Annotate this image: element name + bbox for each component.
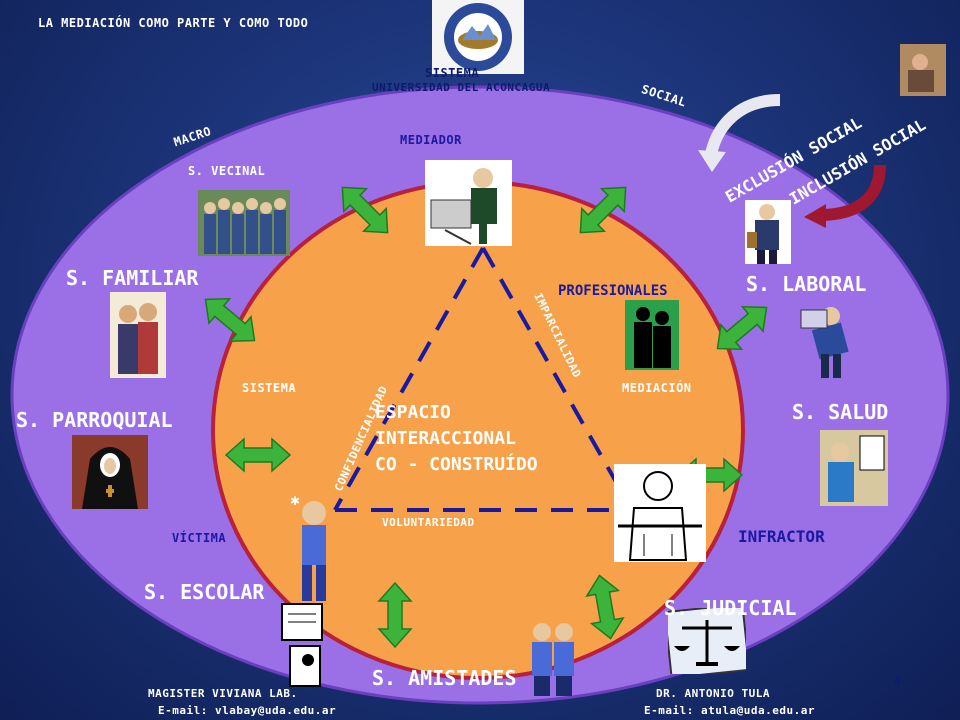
curved-arrow-head-icon xyxy=(698,150,726,172)
university-label: UNIVERSIDAD DEL ACONCAGUA xyxy=(372,81,551,94)
neighbors-group-icon xyxy=(198,190,290,256)
scales-of-justice-icon xyxy=(668,608,746,674)
judicial-label: S. JUDICIAL xyxy=(664,596,797,620)
slide-title: LA MEDIACIÓN COMO PARTE Y COMO TODO xyxy=(38,16,309,30)
profesionales-label: PROFESIONALES xyxy=(558,283,668,299)
espacio-line-1: ESPACIO xyxy=(375,402,451,423)
infractor-figure-icon xyxy=(614,464,706,562)
professionals-silhouette-icon xyxy=(625,300,679,370)
laboral-label: S. LABORAL xyxy=(746,272,867,296)
doctor-icon xyxy=(820,430,888,506)
student-angry-icon: ✱ xyxy=(290,495,326,601)
university-seal-icon xyxy=(432,0,524,74)
infractor-label: INFRACTOR xyxy=(738,527,825,546)
mediacion-label: MEDIACIÓN xyxy=(622,381,692,395)
family-photo-icon xyxy=(110,292,166,378)
footer-right-name: DR. ANTONIO TULA xyxy=(656,687,770,700)
parroquial-label: S. PARROQUIAL xyxy=(16,408,173,432)
footer-left-name: MAGISTER VIVIANA LAB. xyxy=(148,687,298,700)
sistema-label: SISTEMA xyxy=(242,381,297,395)
escolar-label: S. ESCOLAR xyxy=(144,580,265,604)
familiar-label: S. FAMILIAR xyxy=(66,266,199,290)
curved-arrow-red-icon xyxy=(819,164,886,221)
businessman-icon xyxy=(745,200,791,264)
espacio-line-2: INTERACCIONAL xyxy=(375,428,516,449)
vecinal-label: S. VECINAL xyxy=(188,164,266,178)
worker-icon xyxy=(800,307,849,378)
triangle xyxy=(333,247,634,512)
footer-right-email: E-mail: atula@uda.edu.ar xyxy=(644,704,815,717)
amistades-label: S. AMISTADES xyxy=(372,666,517,690)
svg-text:✱: ✱ xyxy=(290,495,300,508)
curved-arrow-red-head-icon xyxy=(804,204,826,228)
sistema-top-label: SISTEMA xyxy=(425,66,480,80)
mediador-label: MEDIADOR xyxy=(400,133,462,147)
salud-label: S. SALUD xyxy=(792,400,889,424)
nun-icon xyxy=(72,435,148,509)
mediator-figure-icon xyxy=(425,160,512,246)
curved-arrow-icon xyxy=(704,94,781,162)
page-number: 4 xyxy=(893,672,901,688)
victima-label: VÍCTIMA xyxy=(172,531,227,545)
voluntariedad-label: VOLUNTARIEDAD xyxy=(382,516,475,529)
kids-photo-icon xyxy=(900,44,946,96)
espacio-line-3: CO - CONSTRUÍDO xyxy=(375,454,538,475)
school-desk-icon xyxy=(281,603,323,687)
footer-left-email: E-mail: vlabay@uda.edu.ar xyxy=(158,704,337,717)
friends-icon xyxy=(532,623,574,696)
